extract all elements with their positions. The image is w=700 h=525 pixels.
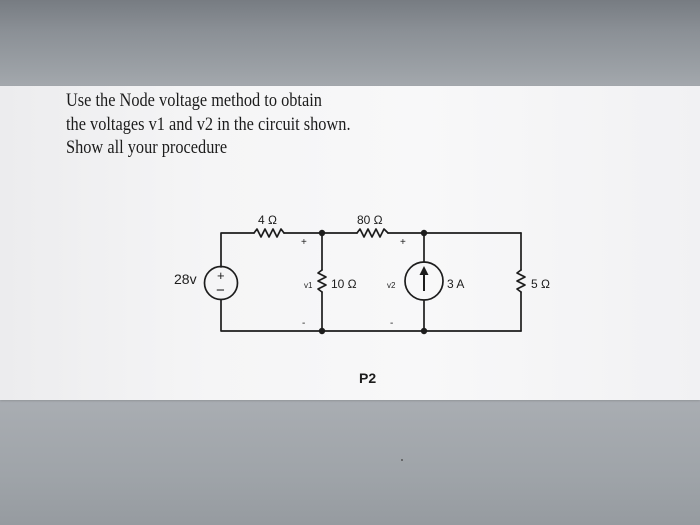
current-arrow-icon: [419, 266, 429, 275]
v1-minus-label: -: [302, 318, 305, 329]
resistor-10ohm-label: 10 Ω: [331, 277, 357, 291]
current-source-label: 3 A: [447, 277, 464, 291]
resistor-4ohm-label: 4 Ω: [258, 213, 277, 227]
current-source-symbol: [404, 261, 444, 301]
source-voltage-label: 28v: [174, 271, 197, 287]
node-dot-v1-top: [318, 229, 326, 237]
problem-line-1: Use the Node voltage method to obtain: [66, 90, 322, 111]
node-dot-v1-bottom: [318, 327, 326, 335]
background-bottom: [0, 400, 700, 525]
resistor-4ohm: [253, 228, 285, 238]
node-v1-label: v1: [304, 281, 313, 290]
voltage-source-symbol: [203, 265, 239, 301]
problem-statement: Use the Node voltage method to obtain th…: [66, 89, 427, 160]
node-v2-label: v2: [387, 281, 396, 290]
resistor-5ohm: [516, 269, 526, 293]
wire-left-bottom: [220, 299, 323, 332]
problem-line-2: the voltages v1 and v2 in the circuit sh…: [66, 113, 351, 135]
source-minus-label: −: [216, 282, 225, 299]
paper-sheet: [0, 86, 700, 400]
resistor-10ohm: [317, 269, 327, 293]
v1-plus-label: +: [301, 237, 307, 248]
wire-left-top: [220, 232, 255, 268]
v2-plus-label: +: [400, 237, 406, 248]
dust-speck: [401, 459, 403, 461]
problem-line-3: Show all your procedure: [66, 137, 228, 158]
resistor-5ohm-label: 5 Ω: [531, 277, 550, 291]
resistor-80ohm-label: 80 Ω: [357, 213, 383, 227]
problem-id-label: P2: [359, 370, 376, 386]
source-plus-label: +: [217, 268, 225, 283]
resistor-80ohm: [356, 228, 389, 238]
v2-minus-label: -: [390, 318, 393, 329]
node-dot-v2-bottom: [420, 327, 428, 335]
node-dot-v2-top: [420, 229, 428, 237]
